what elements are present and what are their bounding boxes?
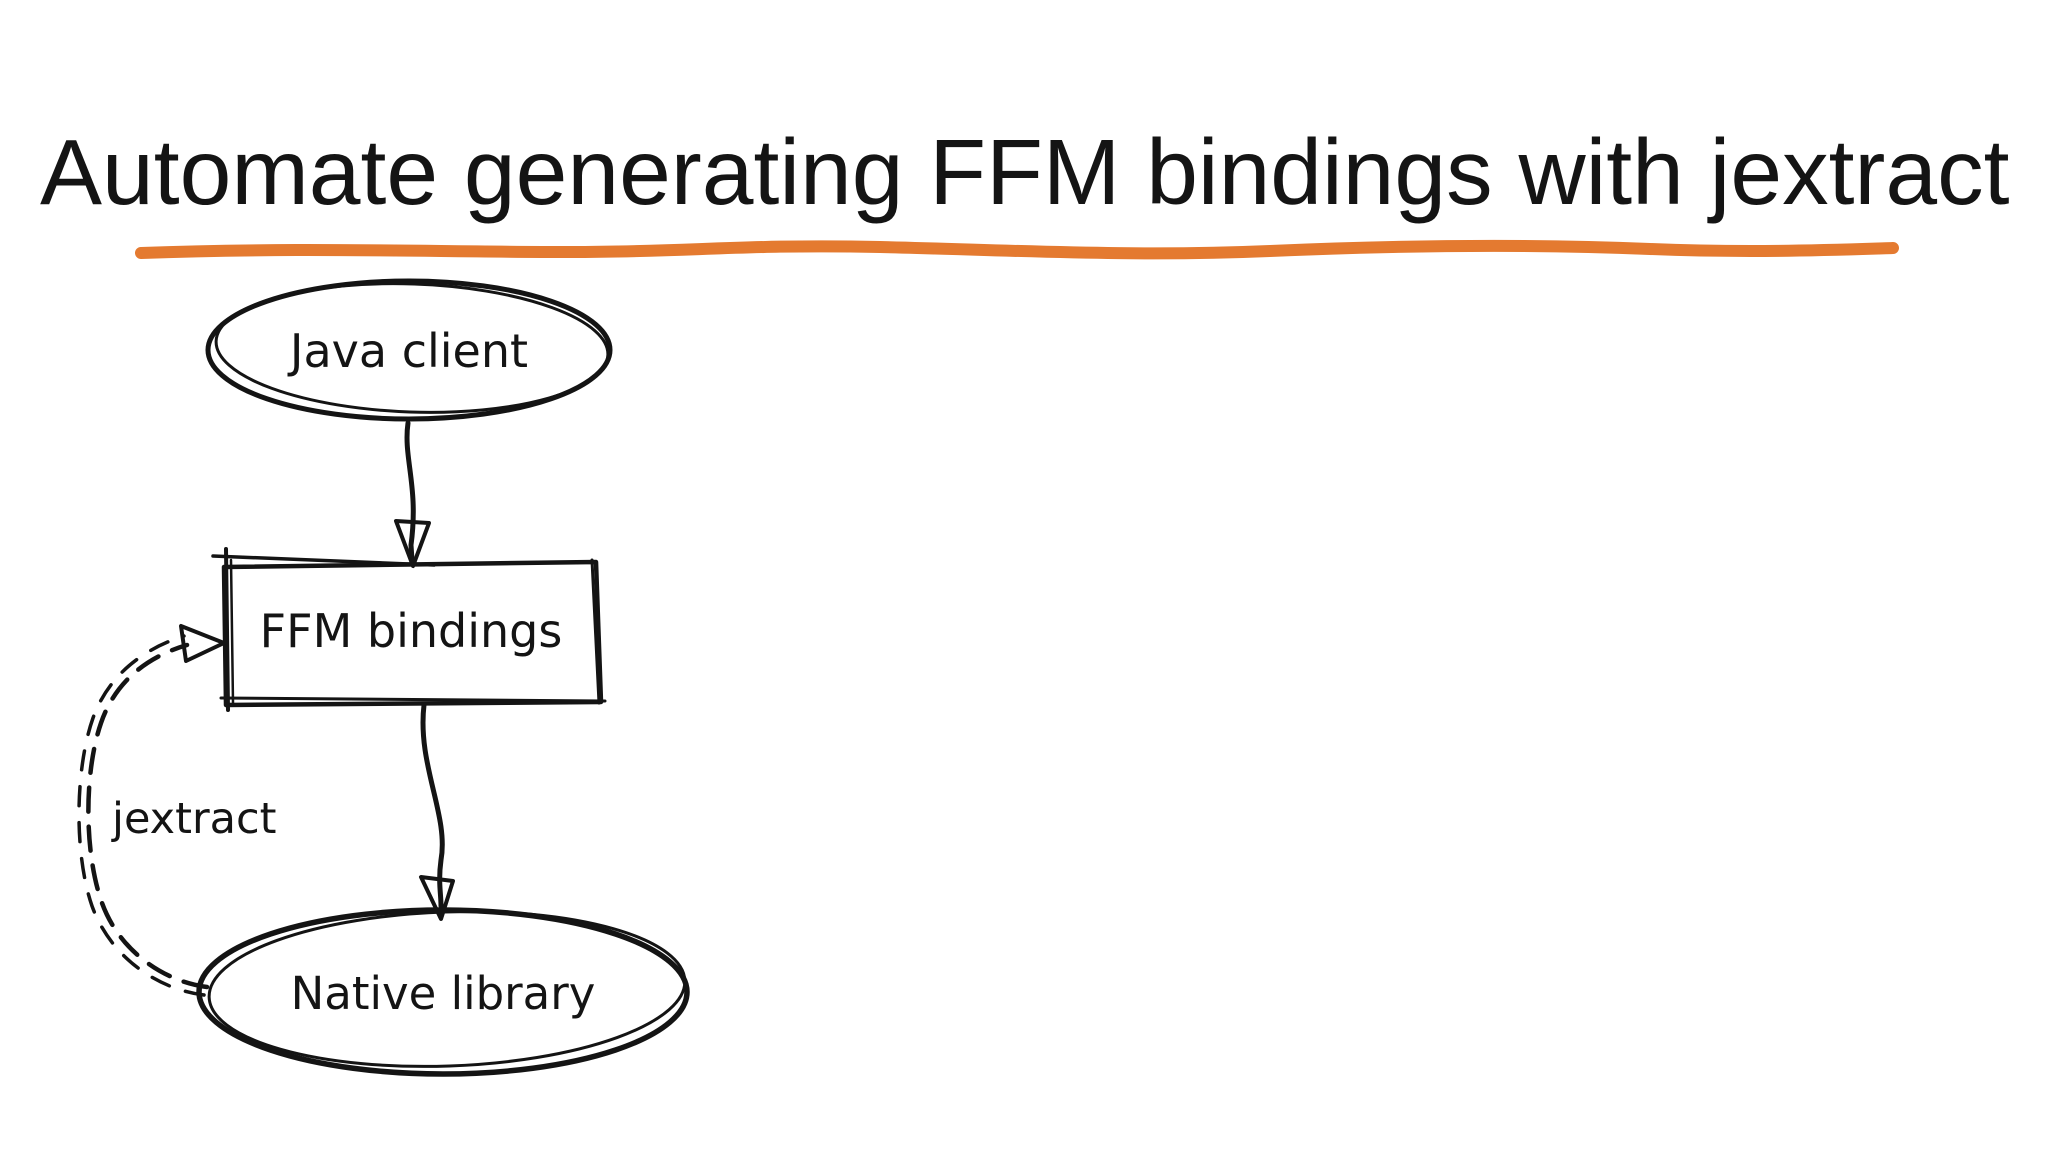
java-client-node-shape — [205, 278, 613, 422]
ffm-bindings-label: FFM bindings — [259, 603, 563, 658]
title-underline — [135, 239, 1899, 260]
native-library-label: Native library — [290, 966, 596, 1020]
native-library-node-shape — [196, 907, 690, 1077]
ffm-bindings-node-shape — [211, 547, 607, 712]
arrow-java-to-ffm — [394, 420, 431, 568]
arrow-ffm-to-native — [419, 702, 455, 921]
java-client-label: Java client — [289, 324, 529, 378]
dashed-arrow-native-to-ffm — [77, 624, 226, 997]
slide-title: Automate generating FFM bindings with je… — [40, 120, 2010, 224]
jextract-edge-label: jextract — [112, 794, 277, 844]
